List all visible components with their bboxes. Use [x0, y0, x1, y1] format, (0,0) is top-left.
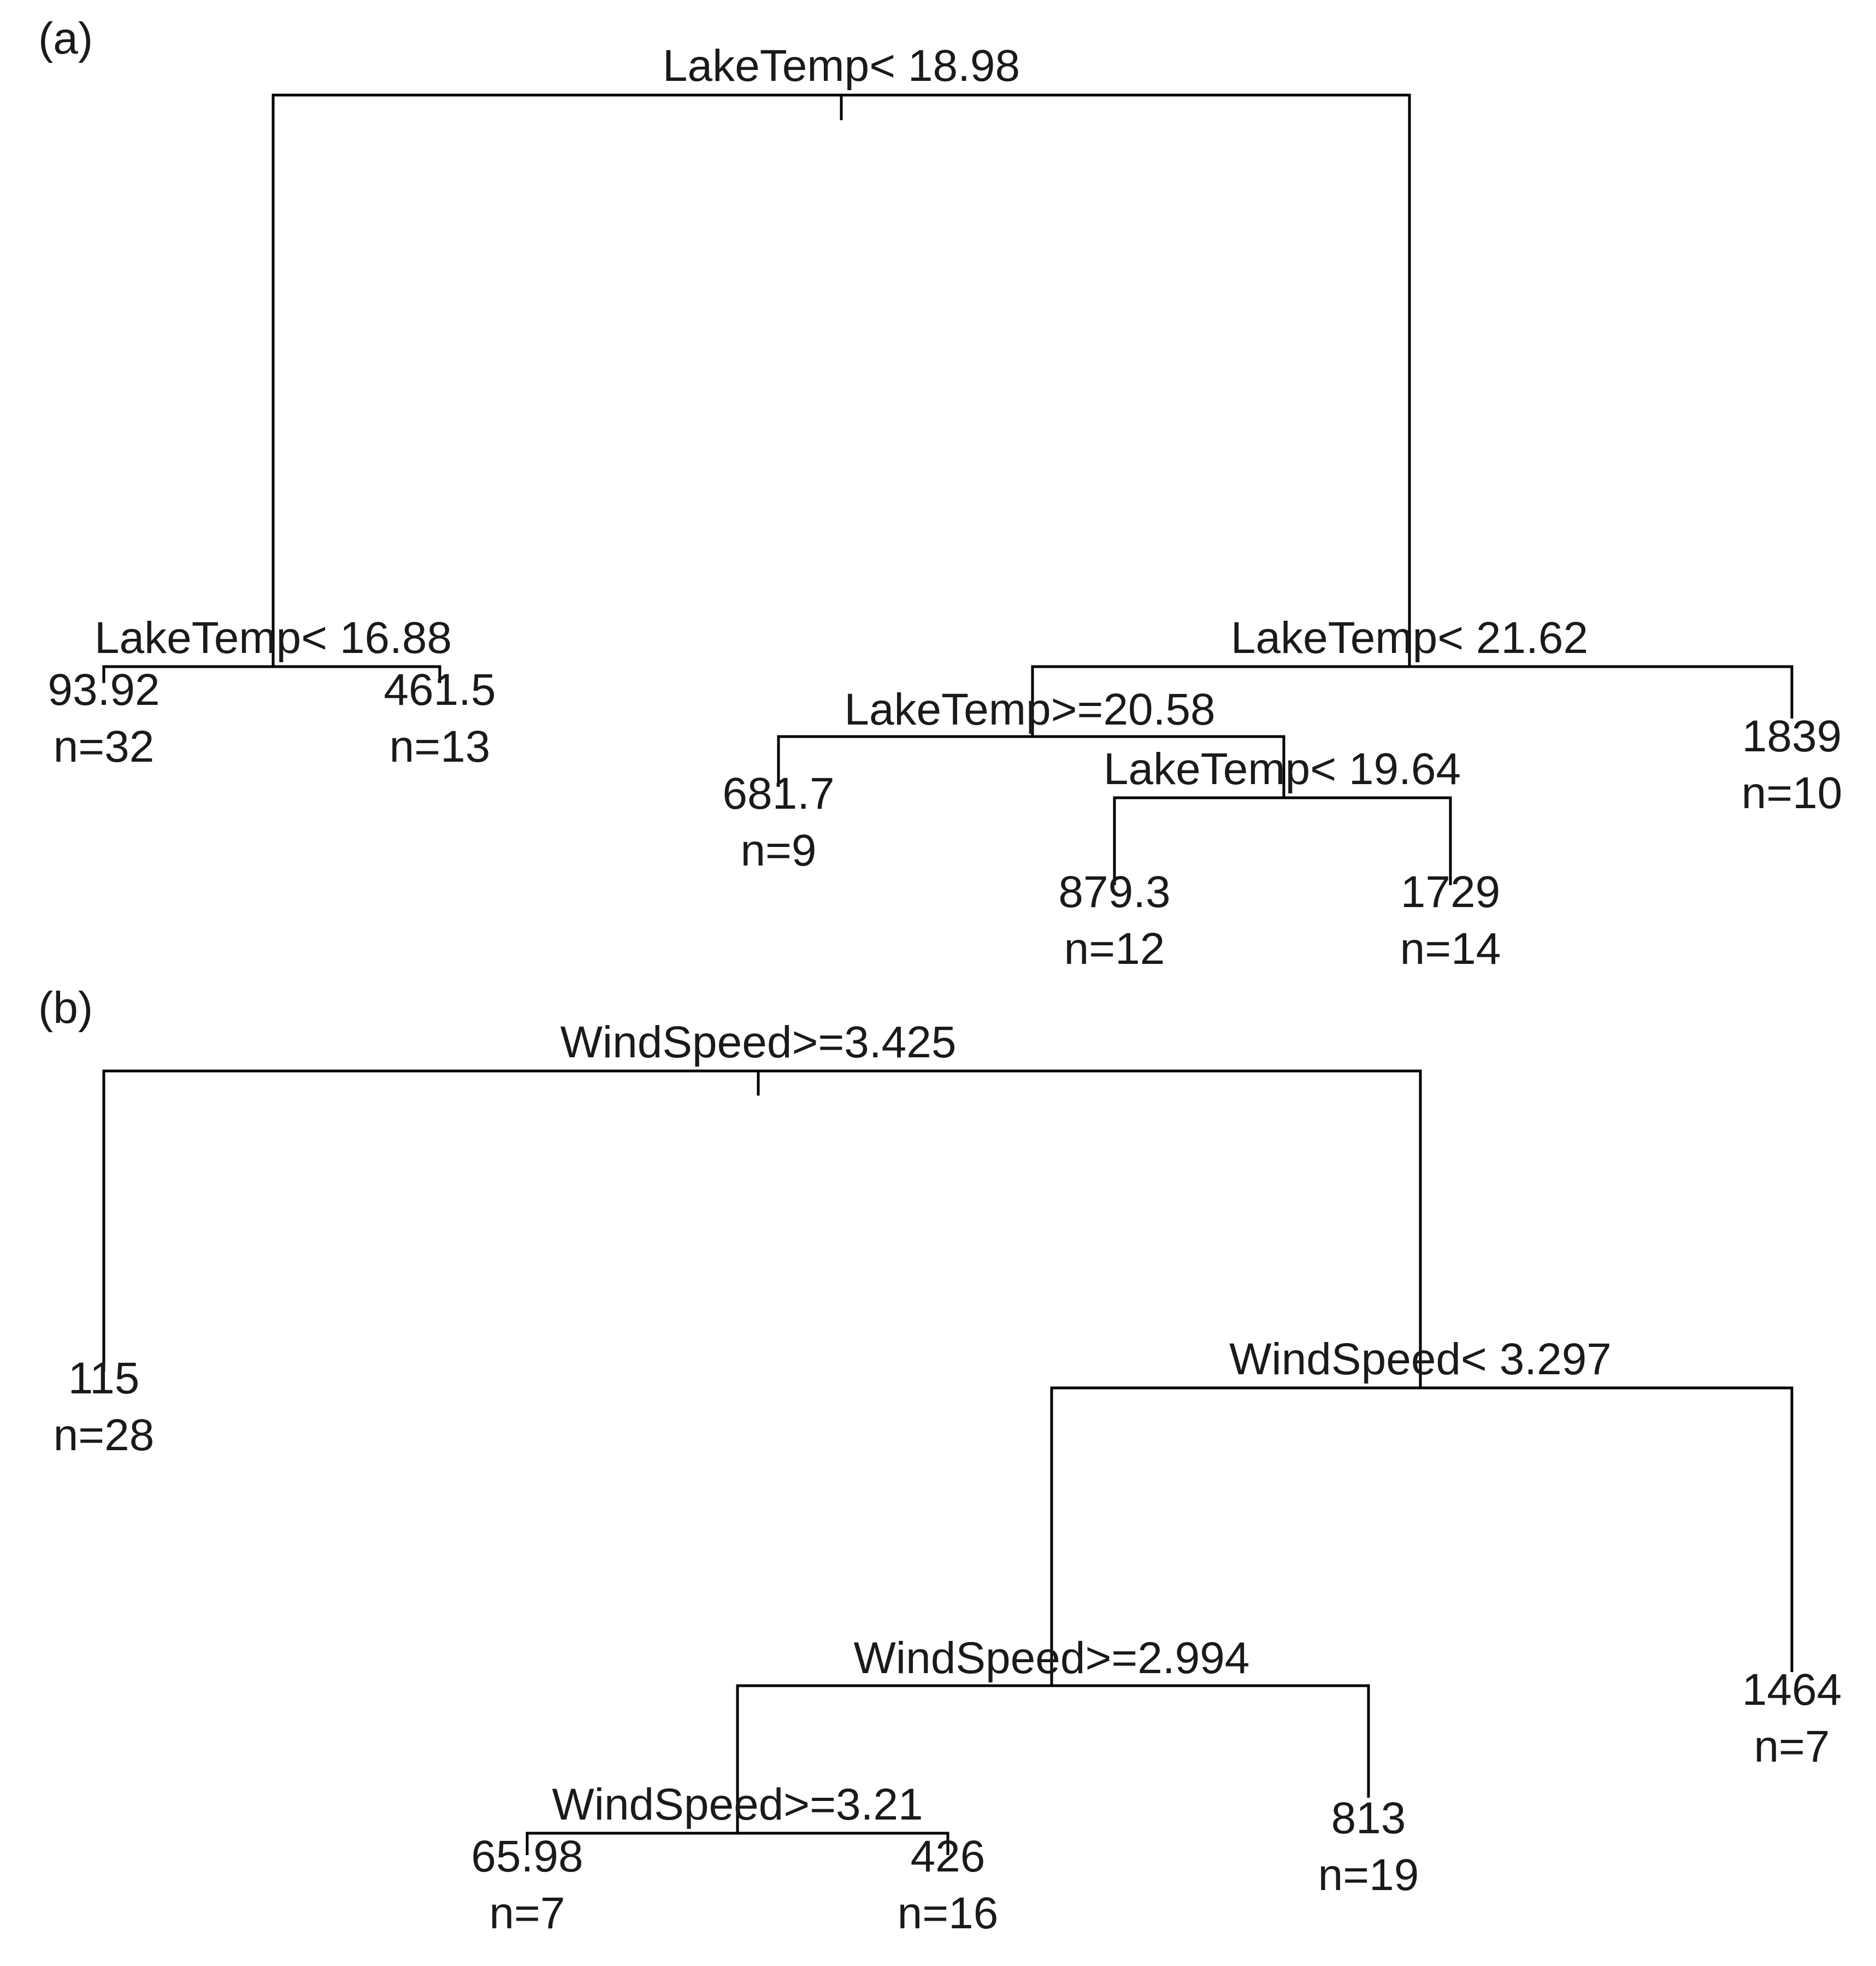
split-label-root: WindSpeed>=3.425 — [561, 1017, 957, 1067]
split-label-right-left: LakeTemp>=20.58 — [844, 685, 1215, 734]
leaf-value: 115 — [68, 1353, 140, 1403]
leaf-value: 1839 — [1742, 711, 1842, 761]
right-left-left-node-branch — [526, 1832, 949, 1855]
leaf-value: 681.7 — [722, 769, 834, 819]
leaf-n: n=12 — [1064, 924, 1165, 974]
leaf-value: 65.98 — [471, 1832, 583, 1881]
leaf-n: n=16 — [898, 1888, 999, 1938]
split-label-right: LakeTemp< 21.62 — [1231, 613, 1588, 663]
leaf-value: 426 — [911, 1832, 986, 1881]
split-label-right-left-left: WindSpeed>=3.21 — [552, 1780, 923, 1829]
panel-a-label: (a) — [38, 14, 93, 63]
leaf-n: n=9 — [740, 826, 816, 875]
split-label-right-left: WindSpeed>=2.994 — [854, 1633, 1250, 1683]
split-label-root: LakeTemp< 18.98 — [663, 41, 1020, 91]
leaf-n: n=19 — [1318, 1850, 1419, 1900]
leaf-n: n=13 — [390, 722, 491, 772]
leaf-value: 879.3 — [1058, 867, 1170, 917]
panel-b-label: (b) — [38, 983, 93, 1033]
leaf-value: 813 — [1331, 1793, 1406, 1843]
right-left-right-node-branch — [1113, 796, 1452, 885]
leaf-n: n=28 — [54, 1410, 155, 1460]
right-node-branch — [1031, 665, 1794, 737]
split-label-right: WindSpeed< 3.297 — [1229, 1334, 1612, 1384]
leaf-value: 1464 — [1742, 1665, 1842, 1715]
leaf-n: n=32 — [54, 722, 155, 772]
leaf-value: 93.92 — [48, 665, 160, 715]
leaf-n: n=7 — [489, 1888, 565, 1938]
split-label-left: LakeTemp< 16.88 — [95, 613, 452, 663]
panel-a: (a) LakeTemp< 18.98 LakeTemp< 16.88 Lake… — [38, 14, 1842, 974]
right-left-node-branch — [777, 735, 1285, 798]
right-node-branch — [1050, 1386, 1794, 1686]
panel-b: (b) WindSpeed>=3.425 WindSpeed< 3.297 Wi… — [38, 983, 1842, 1938]
split-label-right-left-right: LakeTemp< 19.64 — [1104, 744, 1461, 794]
leaf-n: n=7 — [1754, 1722, 1830, 1771]
leaf-n: n=10 — [1742, 768, 1843, 818]
left-node-branch — [102, 665, 441, 683]
leaf-n: n=14 — [1400, 924, 1501, 974]
root-branch — [272, 93, 1411, 667]
right-left-node-branch — [736, 1684, 1370, 1833]
leaf-value: 461.5 — [384, 665, 495, 715]
leaf-value: 1729 — [1401, 867, 1500, 917]
root-branch — [102, 1069, 1422, 1388]
